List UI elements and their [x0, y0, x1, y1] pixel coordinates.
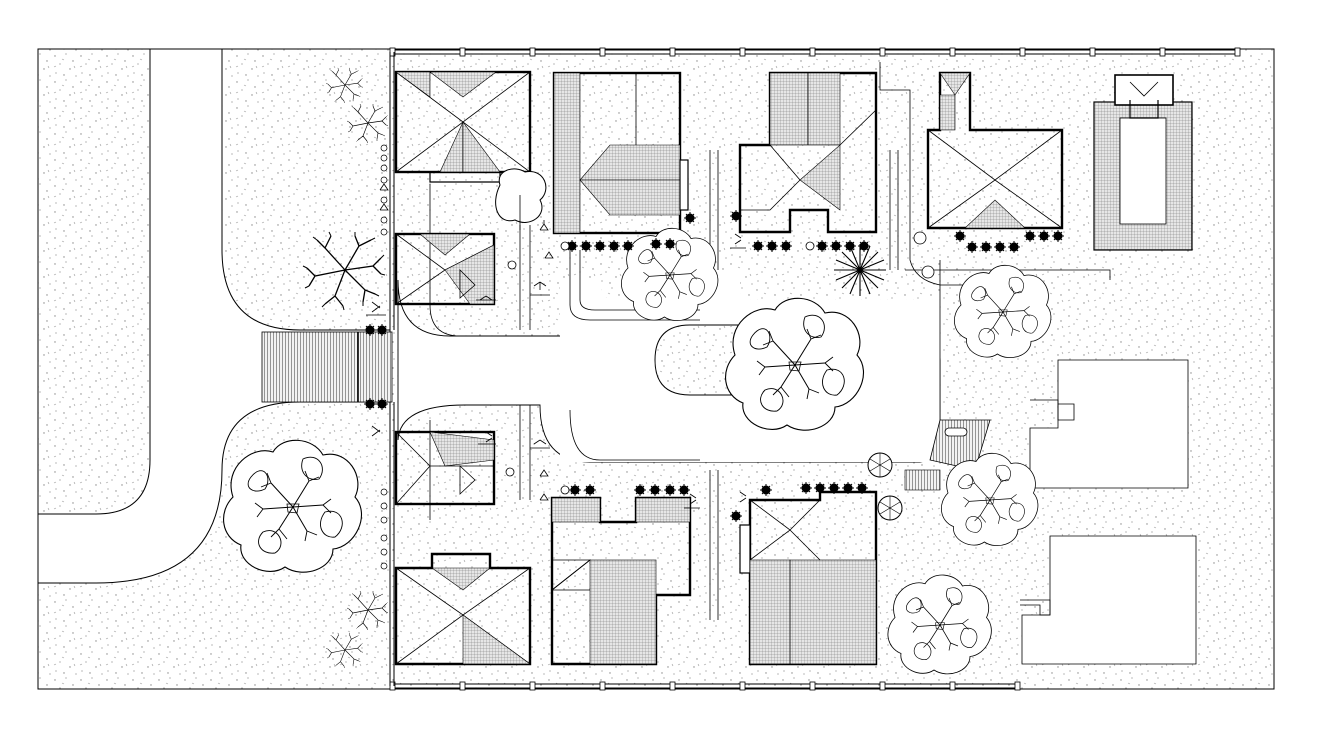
west-wall: [389, 52, 395, 686]
house-south-2: [394, 552, 532, 666]
house-south-1: [394, 430, 496, 506]
light-fixtures: [505, 231, 935, 495]
east-building-2: [1020, 535, 1197, 665]
small-tree-icon: [495, 168, 547, 230]
south-wall: [389, 681, 1021, 691]
house-south-3: [550, 496, 692, 666]
house-north-2: [394, 232, 496, 306]
ornamental-plants: [366, 183, 747, 509]
small-tree-icon: [877, 495, 903, 521]
hedge-west: [380, 144, 388, 570]
house-north-4: [738, 71, 878, 234]
pool-house: [1093, 74, 1193, 251]
house-north-5: [926, 71, 1064, 230]
small-tree-icon: [867, 452, 893, 478]
street-road: [37, 48, 391, 584]
house-south-4: [739, 490, 878, 666]
entry-driveway: [261, 331, 393, 403]
house-north-1: [394, 70, 532, 183]
north-wall: [389, 47, 1241, 57]
house-north-3: [552, 71, 689, 235]
east-driveway: [904, 419, 991, 491]
walkways: [429, 62, 1111, 620]
